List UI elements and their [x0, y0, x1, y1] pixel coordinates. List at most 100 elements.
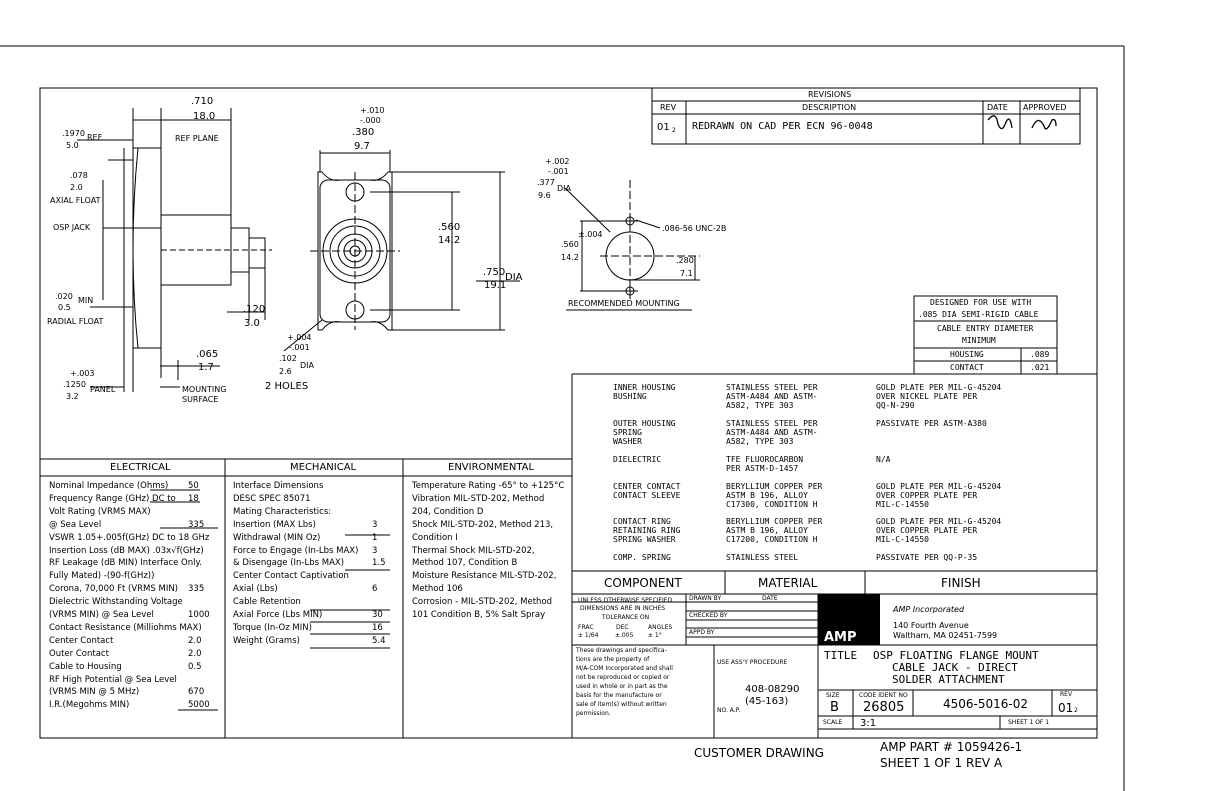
material-text: BERYLLIUM COPPER PER [726, 482, 823, 491]
component-text: CENTER CONTACT [613, 482, 681, 491]
component-text: WASHER [613, 437, 642, 446]
ref-plane-label: REF PLANE [175, 134, 219, 143]
dim-05: 0.5 [58, 303, 71, 312]
material-header: MATERIAL [758, 576, 818, 590]
two-holes-label: 2 HOLES [265, 381, 309, 392]
mechanical-spec-label: & Disengage (In-Lbs MAX) [233, 558, 345, 569]
housing-label: HOUSING [950, 350, 984, 359]
mechanical-spec-label: Weight (Grams) [233, 635, 300, 646]
mounting-label: MOUNTING [182, 385, 227, 394]
component-text: INNER HOUSING [613, 383, 676, 392]
footer-sheet: SHEET 1 OF 1 REV A [880, 756, 1003, 770]
material-text: C17200, CONDITION H [726, 535, 818, 544]
environmental-header: ENVIRONMENTAL [448, 462, 535, 473]
finish-text: GOLD PLATE PER MIL-G-45204 [876, 517, 1002, 526]
surface-label: SURFACE [182, 395, 219, 404]
dim-1970: .1970 [62, 129, 85, 138]
environmental-spec-line: Method 106 [412, 584, 463, 595]
checked-by-label: CHECKED BY [689, 612, 728, 619]
electrical-spec-value: 335 [188, 584, 205, 595]
dim-min: MIN [78, 296, 94, 305]
dim-ref: REF [87, 133, 103, 142]
customer-drawing: CUSTOMER DRAWING [694, 746, 824, 760]
dim-71: 7.1 [680, 269, 693, 278]
contact-value: .021 [1030, 363, 1050, 372]
electrical-header: ELECTRICAL [110, 462, 171, 473]
housing-value: .089 [1030, 350, 1050, 359]
notice-line: sale of item(s) without written [576, 701, 667, 708]
scale-label: SCALE [823, 719, 843, 726]
tol-val-frac: ± 1/64 [578, 632, 599, 639]
dim-20: 2.0 [70, 183, 83, 192]
tol-col-dec: DEC [616, 624, 629, 631]
dim-96: 9.6 [538, 191, 551, 200]
finish-text: MIL-C-14550 [876, 500, 929, 509]
tol-col-angles: ANGLES [648, 624, 673, 631]
material-text: BERYLLIUM COPPER PER [726, 517, 823, 526]
appd-by-label: APPD BY [689, 629, 715, 636]
finish-text: PASSIVATE PER QQ-P-35 [876, 553, 978, 562]
electrical-spec-label: Contact Resistance (Milliohms MAX) [49, 622, 202, 633]
electrical-spec-label: @ Sea Level [49, 519, 102, 530]
electrical-spec-value: 2.0 [188, 648, 202, 659]
osp-jack-label: OSP JACK [53, 223, 91, 232]
dim-142: 14.2 [438, 235, 461, 246]
electrical-spec-value: 335 [188, 519, 205, 530]
no-ap-label: NO. A.P. [717, 707, 741, 714]
electrical-spec-value: 50 [188, 481, 199, 491]
rev-value: 01 [657, 122, 670, 133]
notice-line: permission. [576, 710, 611, 717]
finish-text: OVER COPPER PLATE PER [876, 526, 978, 535]
dim-078: .078 [70, 171, 88, 180]
mechanical-spec-label: Axial Force (Lbs MIN) [233, 610, 323, 620]
sign-date-label: DATE [762, 595, 778, 602]
dim-102: .102 [279, 354, 297, 363]
dim-191: 19.1 [484, 280, 507, 291]
environmental-spec-line: 204, Condition D [412, 506, 484, 517]
electrical-spec-label: Outer Contact [49, 648, 109, 659]
mechanical-spec-value: 30 [372, 610, 383, 620]
electrical-spec-value: 1000 [188, 610, 210, 620]
mechanical-spec-label: Interface Dimensions [233, 481, 324, 491]
finish-text: GOLD PLATE PER MIL-G-45204 [876, 383, 1002, 392]
dim-26: 2.6 [279, 367, 292, 376]
dim-377: .377 [537, 178, 555, 187]
mechanical-spec-label: Withdrawal (MIN Oz) [233, 532, 321, 543]
component-text: RETAINING RING [613, 526, 681, 535]
environmental-spec-line: Vibration MIL-STD-202, Method [412, 493, 545, 504]
tol-val-dec: ±.005 [615, 632, 634, 639]
rev-sub: 2 [672, 127, 676, 134]
environmental-spec-line: Thermal Shock MIL-STD-202, [412, 545, 535, 556]
rev-label: REV [1060, 691, 1073, 698]
mechanical-spec-value: 16 [372, 622, 383, 633]
material-text: STAINLESS STEEL PER [726, 383, 818, 392]
component-text: CONTACT RING [613, 517, 671, 526]
description-header: DESCRIPTION [802, 103, 857, 112]
code-label: CODE IDENT NO [859, 692, 908, 699]
drawn-by-label: DRAWN BY [689, 595, 722, 602]
mechanical-spec-label: Force to Engage (In-Lbs MAX) [233, 545, 359, 556]
axial-float-label: AXIAL FLOAT [50, 196, 101, 205]
dim-003: +.003 [70, 369, 95, 378]
component-text: SPRING [613, 428, 642, 437]
dim-710: .710 [191, 96, 214, 107]
electrical-spec-value: 5000 [188, 700, 210, 711]
panel-label: PANEL [90, 385, 116, 394]
dim-dia-hole: DIA [300, 361, 314, 370]
rev-value-block: 01 [1058, 701, 1074, 715]
electrical-spec-value: 2.0 [188, 635, 202, 646]
electrical-spec-value: 0.5 [188, 661, 202, 672]
size-label: SIZE [826, 692, 840, 699]
mechanical-spec-value: 3 [372, 545, 378, 556]
finish-text: OVER COPPER PLATE PER [876, 491, 978, 500]
material-text: TFE FLUOROCARBON [726, 455, 804, 464]
tol-minus-001b: -.001 [548, 167, 569, 176]
material-text: STAINLESS STEEL PER [726, 419, 818, 428]
dim-280: .280 [676, 256, 694, 265]
material-text: ASTM-A484 AND ASTM- [726, 392, 818, 401]
proc-number: 408-08290 [745, 684, 800, 695]
recommended-mounting-label: RECOMMENDED MOUNTING [568, 299, 680, 308]
rev-description: REDRAWN ON CAD PER ECN 96-0048 [692, 121, 873, 132]
environmental-spec-line: 101 Condition B, 5% Salt Spray [412, 610, 546, 620]
title-line-1: OSP FLOATING FLANGE MOUNT [873, 649, 1039, 662]
